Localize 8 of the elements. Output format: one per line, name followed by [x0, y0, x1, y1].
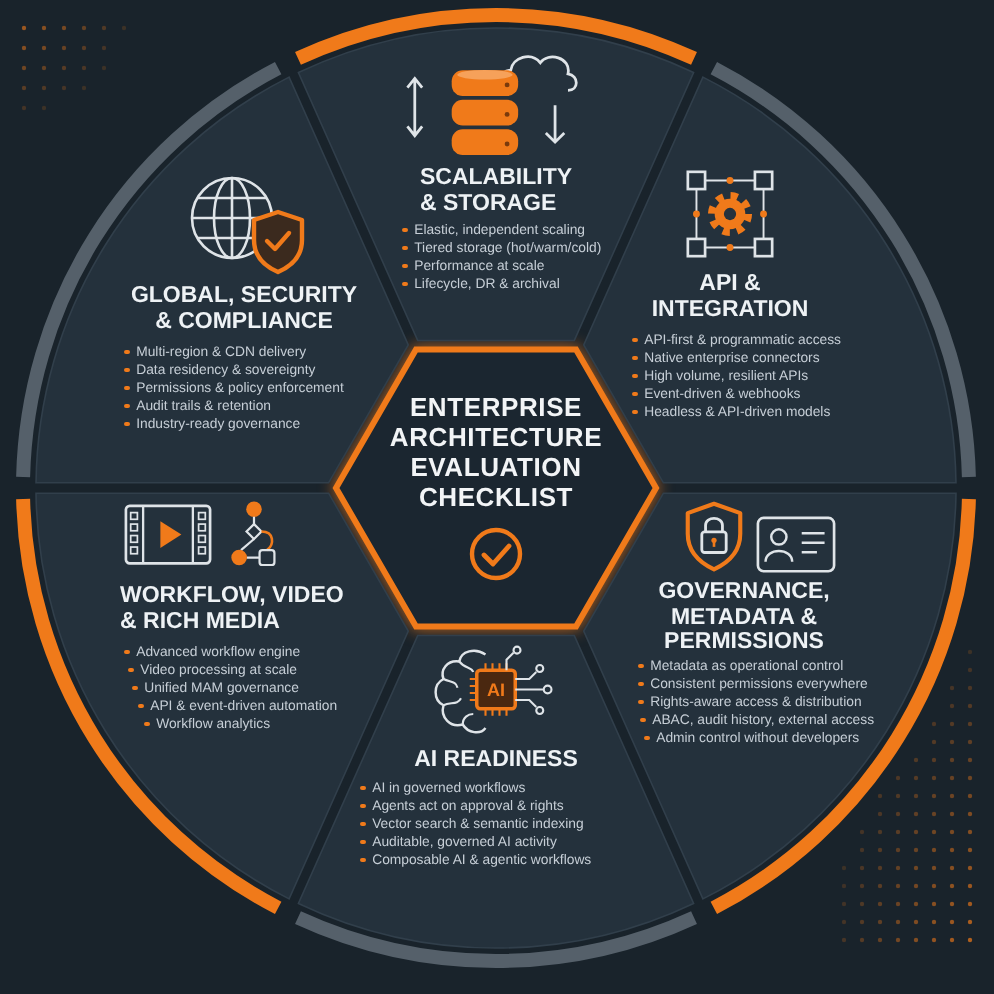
- segment-heading: WORKFLOW, VIDEO & RICH MEDIA: [120, 584, 344, 634]
- segment-heading: GLOBAL, SECURITY & COMPLIANCE: [130, 284, 358, 334]
- checklist-title: ENTERPRISE ARCHITECTURE EVALUATION CHECKLIST: [389, 392, 603, 512]
- segment-heading: AI READINESS: [414, 748, 578, 773]
- segment-heading: GOVERNANCE, METADATA & PERMISSIONS: [658, 580, 830, 655]
- chip-label: AI: [487, 680, 505, 700]
- segment-heading: API & INTEGRATION: [651, 272, 809, 322]
- segment-heading: SCALABILITY & STORAGE: [420, 166, 573, 216]
